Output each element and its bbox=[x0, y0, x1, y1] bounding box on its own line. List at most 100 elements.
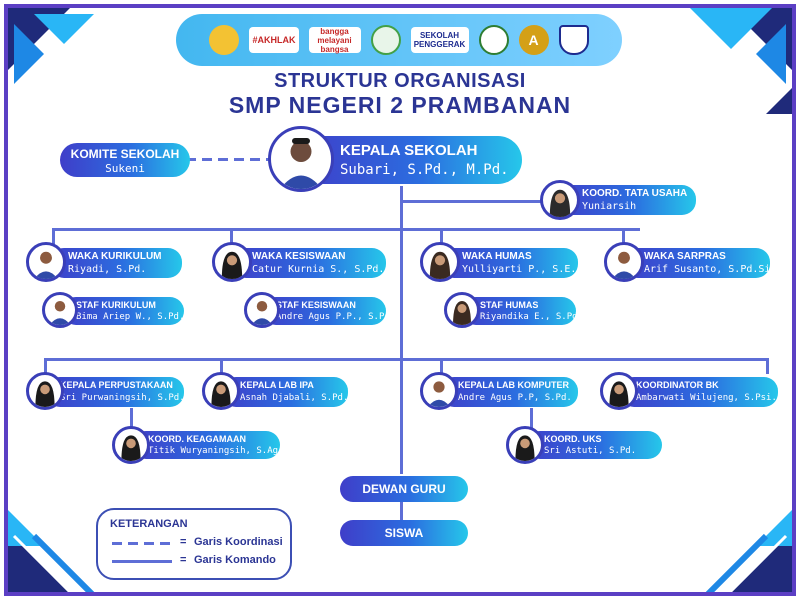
avatar-koordinator-bk bbox=[600, 372, 638, 410]
avatar-waka-kurikulum bbox=[26, 242, 66, 282]
corner-decoration-top-left bbox=[8, 8, 94, 84]
avatar-kepala-sekolah bbox=[268, 126, 334, 192]
node-person: Asnah Djabali, S.Pd. bbox=[240, 393, 348, 403]
node-person: Titik Wuryaningsih, S.Ag bbox=[148, 446, 279, 456]
node-role: STAF KESISWAAN bbox=[276, 300, 356, 310]
legend-equals: = bbox=[180, 536, 187, 548]
node-role: DEWAN GURU bbox=[362, 482, 446, 496]
node-role: WAKA KESISWAAN bbox=[252, 251, 346, 262]
node-person: Riyandika E., S.Pd. bbox=[480, 312, 576, 322]
avatar-waka-kesiswaan bbox=[212, 242, 252, 282]
command-line-tata-usaha bbox=[400, 200, 542, 203]
node-siswa: SISWA bbox=[340, 520, 468, 546]
node-kepala-perpustakaan: KEPALA PERPUSTAKAAN Sri Purwaningsih, S.… bbox=[46, 377, 184, 407]
node-kepala-sekolah: KEPALA SEKOLAH Subari, S.Pd., M.Pd. bbox=[300, 136, 522, 184]
legend-label-komando: Garis Komando bbox=[194, 554, 276, 566]
node-role: KOMITE SEKOLAH bbox=[70, 147, 180, 161]
node-person: Andre Agus P.P., S.Pd bbox=[276, 312, 386, 322]
node-komite-sekolah: KOMITE SEKOLAH Sukeni bbox=[60, 143, 190, 177]
node-role: KEPALA LAB KOMPUTER bbox=[458, 380, 569, 390]
avatar-kepala-lab-ipa bbox=[202, 372, 240, 410]
node-role: KOORD. UKS bbox=[544, 434, 602, 444]
node-person: Yuniarsih bbox=[582, 201, 637, 212]
node-koord-uks: KOORD. UKS Sri Astuti, S.Pd. bbox=[526, 431, 662, 459]
avatar-kepala-lab-komputer bbox=[420, 372, 458, 410]
legend: KETERANGAN = Garis Koordinasi = Garis Ko… bbox=[96, 508, 292, 580]
avatar-koord-tata-usaha bbox=[540, 180, 580, 220]
node-person: Sri Astuti, S.Pd. bbox=[544, 446, 637, 456]
legend-title: KETERANGAN bbox=[110, 518, 188, 530]
node-staf-humas: STAF HUMAS Riyandika E., S.Pd. bbox=[462, 297, 576, 325]
legend-dashed-line-icon bbox=[112, 542, 172, 545]
command-line-drop-5 bbox=[44, 358, 47, 374]
avatar-staf-humas bbox=[444, 292, 480, 328]
legend-equals: = bbox=[180, 554, 187, 566]
regency-crest-icon bbox=[209, 25, 240, 55]
logo-bar: #AKHLAK bangga melayani bangsa SEKOLAH P… bbox=[176, 14, 622, 66]
node-role: KOORDINATOR BK bbox=[636, 380, 719, 390]
node-role: SISWA bbox=[384, 526, 424, 540]
avatar-waka-sarpras bbox=[604, 242, 644, 282]
coordination-line-komite bbox=[186, 158, 272, 161]
node-waka-kesiswaan: WAKA KESISWAAN Catur Kurnia S., S.Pd. bbox=[232, 248, 386, 278]
command-line-keagamaan bbox=[130, 408, 133, 430]
node-role: WAKA HUMAS bbox=[462, 251, 532, 262]
node-koordinator-bk: KOORDINATOR BK Ambarwati Wilujeng, S.Psi… bbox=[620, 377, 778, 407]
node-waka-kurikulum: WAKA KURIKULUM Riyadi, S.Pd. bbox=[50, 248, 182, 278]
accreditation-a-logo-icon: A bbox=[518, 25, 549, 55]
node-person: Subari, S.Pd., M.Pd. bbox=[340, 162, 509, 178]
node-dewan-guru: DEWAN GURU bbox=[340, 476, 468, 502]
command-line-drop-1 bbox=[52, 228, 55, 244]
avatar-koord-keagamaan bbox=[112, 426, 150, 464]
command-line-unit-row bbox=[44, 358, 768, 361]
command-line-drop-7 bbox=[440, 358, 443, 374]
node-role: KEPALA SEKOLAH bbox=[340, 142, 478, 159]
legend-label-koordinasi: Garis Koordinasi bbox=[194, 536, 283, 548]
node-role: KEPALA LAB IPA bbox=[240, 380, 314, 390]
command-line-siswa bbox=[400, 502, 403, 520]
node-role: WAKA KURIKULUM bbox=[68, 251, 162, 262]
node-staf-kurikulum: STAF KURIKULUM Bima Ariep W., S.Pd. bbox=[62, 297, 184, 325]
command-line-drop-6 bbox=[220, 358, 223, 374]
node-role: STAF KURIKULUM bbox=[76, 300, 156, 310]
bangga-melayani-logo-icon: bangga melayani bangsa bbox=[308, 27, 361, 54]
sekolah-ramah-anak-logo-icon bbox=[370, 25, 401, 55]
node-kepala-lab-ipa: KEPALA LAB IPA Asnah Djabali, S.Pd. bbox=[222, 377, 348, 407]
command-line-waka-row bbox=[52, 228, 640, 231]
node-role: KOORD. TATA USAHA bbox=[582, 188, 688, 199]
node-waka-sarpras: WAKA SARPRAS Arif Susanto, S.Pd.Si. bbox=[624, 248, 770, 278]
node-person: Bima Ariep W., S.Pd. bbox=[76, 312, 184, 322]
sekolah-penggerak-logo-icon: SEKOLAH PENGGERAK bbox=[410, 27, 469, 53]
corner-decoration-bottom-left bbox=[8, 510, 95, 592]
avatar-staf-kesiswaan bbox=[244, 292, 280, 328]
command-line-drop-4 bbox=[622, 228, 625, 244]
node-person: Sukeni bbox=[105, 162, 145, 175]
school-emblem-icon bbox=[558, 25, 589, 55]
chart-title: STRUKTUR ORGANISASI bbox=[274, 70, 526, 92]
command-line-drop-8 bbox=[766, 358, 769, 374]
avatar-staf-kurikulum bbox=[42, 292, 78, 328]
node-person: Andre Agus P.P, S.Pd. bbox=[458, 393, 572, 403]
node-person: Catur Kurnia S., S.Pd. bbox=[252, 264, 385, 275]
node-person: Ambarwati Wilujeng, S.Psi. bbox=[636, 393, 777, 403]
node-koord-keagamaan: KOORD. KEAGAMAAN Titik Wuryaningsih, S.A… bbox=[132, 431, 280, 459]
avatar-waka-humas bbox=[420, 242, 460, 282]
node-role: KEPALA PERPUSTAKAAN bbox=[60, 380, 173, 390]
node-person: Riyadi, S.Pd. bbox=[68, 264, 147, 275]
command-line-main bbox=[400, 186, 403, 474]
node-role: KOORD. KEAGAMAAN bbox=[148, 434, 246, 444]
node-person: Sri Purwaningsih, S.Pd. bbox=[60, 393, 184, 403]
berakhlak-logo-icon: #AKHLAK bbox=[249, 27, 299, 53]
command-line-uks bbox=[530, 408, 533, 430]
node-role: WAKA SARPRAS bbox=[644, 251, 726, 262]
school-name: SMP NEGERI 2 PRAMBANAN bbox=[228, 92, 572, 118]
adiwiyata-logo-icon bbox=[478, 25, 509, 55]
command-line-drop-2 bbox=[230, 228, 233, 244]
node-staf-kesiswaan: STAF KESISWAAN Andre Agus P.P., S.Pd bbox=[262, 297, 386, 325]
node-person: Yulliyarti P., S.E. bbox=[462, 264, 577, 275]
legend-solid-line-icon bbox=[112, 560, 172, 563]
node-role: STAF HUMAS bbox=[480, 300, 539, 310]
node-waka-humas: WAKA HUMAS Yulliyarti P., S.E. bbox=[440, 248, 578, 278]
corner-decoration-bottom-right bbox=[705, 510, 792, 592]
node-person: Arif Susanto, S.Pd.Si. bbox=[644, 264, 770, 275]
